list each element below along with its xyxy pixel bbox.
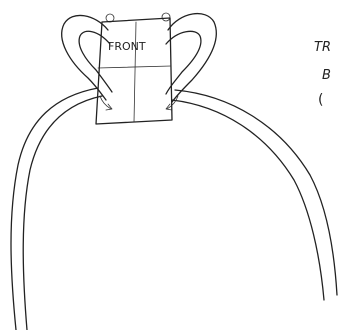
- cord-loop: [10, 87, 338, 330]
- front-board: FRONT: [95, 17, 173, 125]
- right-handle: [161, 12, 217, 111]
- margin-note-line-1: TR: [314, 40, 331, 55]
- margin-note: TR B (: [314, 40, 331, 108]
- margin-note-line-3: (: [318, 92, 323, 108]
- margin-note-line-2: B: [322, 68, 331, 83]
- board-label: FRONT: [108, 40, 146, 53]
- left-handle: [61, 13, 115, 111]
